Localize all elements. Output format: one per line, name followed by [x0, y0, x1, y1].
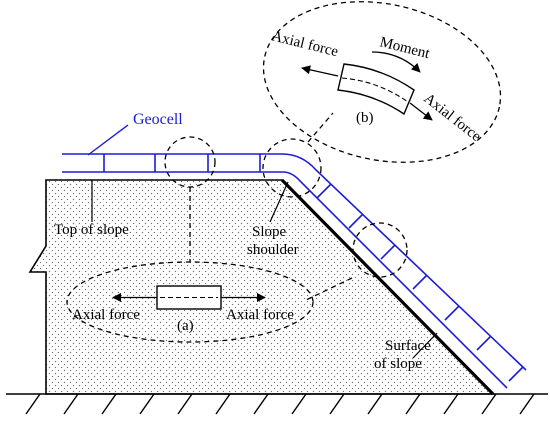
- slope-shoulder-label-line2: shoulder: [247, 242, 299, 258]
- top-of-slope-label: Top of slope: [54, 222, 129, 238]
- geocell-pointer: [87, 124, 129, 156]
- soil-body: [28, 179, 495, 395]
- zone-slope-circle: [352, 222, 408, 278]
- inset-a-tag: (a): [177, 318, 194, 334]
- inset-a-left-force: Axial force: [72, 307, 140, 323]
- inset-b-curved-element: [337, 63, 415, 116]
- zone-shoulder-circle: [262, 138, 322, 198]
- slope-shoulder-label-line1: Slope: [252, 224, 287, 240]
- ground-line: [6, 393, 548, 415]
- inset-b-ellipse: [262, 1, 502, 163]
- geocell-layer: [62, 153, 527, 389]
- inset-b-tag: (b): [356, 110, 374, 126]
- zone-markers: [66, 1, 502, 343]
- inset-a: Axial force (a) Axial force: [72, 285, 294, 334]
- inset-b: Axial force Moment (b) Axial force: [270, 28, 484, 145]
- geocell-label: Geocell: [133, 111, 183, 128]
- surface-of-slope-pointer: [412, 332, 438, 359]
- inset-b-left-force: Axial force: [270, 28, 340, 60]
- inset-b-right-arrow: [409, 102, 433, 121]
- surface-of-slope-label-line2: of slope: [374, 356, 422, 372]
- inset-a-right-force: Axial force: [226, 307, 294, 323]
- inset-b-moment: Moment: [378, 34, 432, 62]
- inset-b-moment-arrow: [371, 51, 421, 73]
- slope-shoulder-pointer: [269, 181, 289, 223]
- surface-of-slope-label-line1: Surface: [385, 338, 431, 354]
- inset-b-left-arrow: [301, 65, 339, 77]
- connector-b: [307, 112, 334, 143]
- slope-surface-line: [280, 178, 495, 396]
